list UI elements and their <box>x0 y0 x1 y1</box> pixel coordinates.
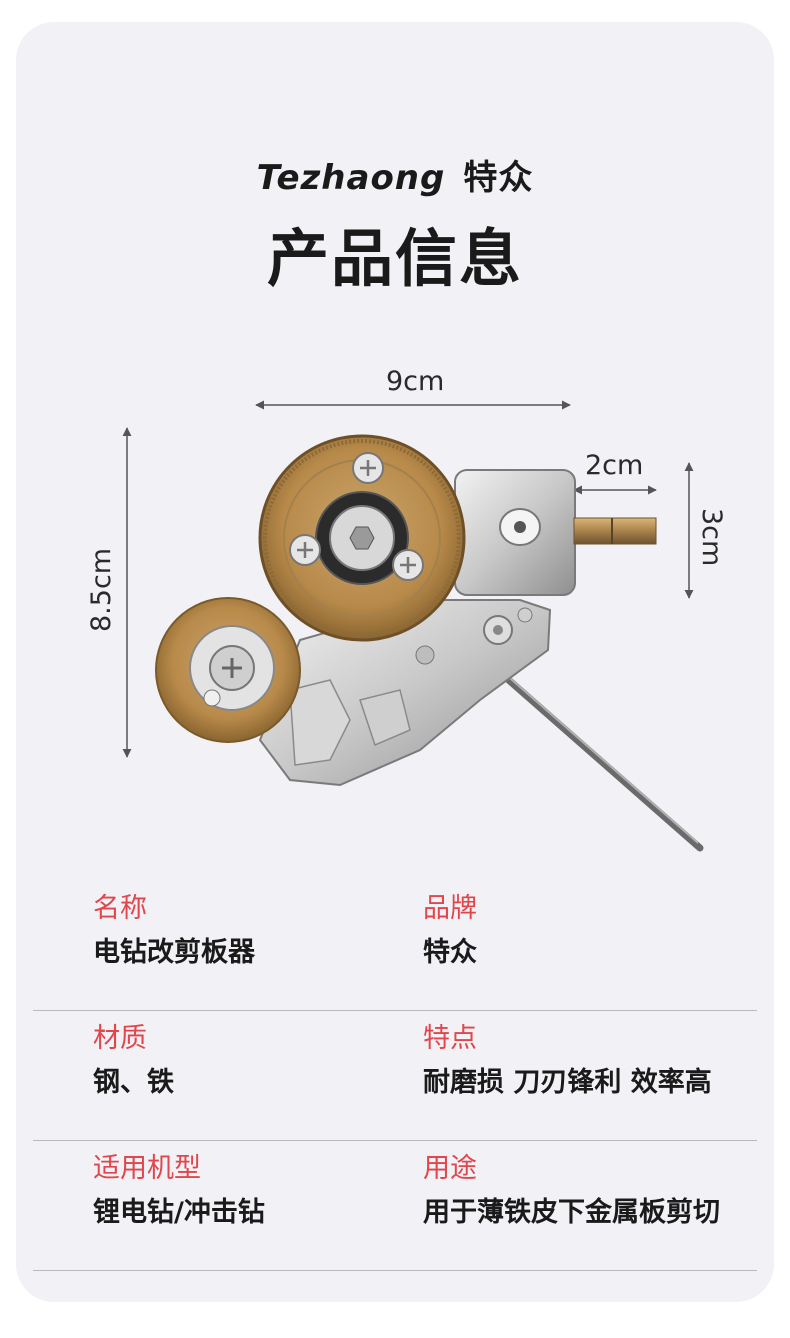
brand-cn: 特众 <box>463 158 534 198</box>
spec-row: 名称 电钻改剪板器 品牌 特众 <box>33 880 757 1011</box>
spec-label: 品牌 <box>423 893 477 924</box>
spec-row: 适用机型 锂电钻/冲击钻 用途 用于薄铁皮下金属板剪切 <box>33 1140 757 1271</box>
spec-value: 电钻改剪板器 <box>93 937 255 968</box>
spec-value: 钢、铁 <box>93 1067 174 1098</box>
spec-value: 特众 <box>423 937 477 968</box>
spec-label: 材质 <box>93 1023 147 1054</box>
spec-label: 适用机型 <box>93 1153 201 1184</box>
brand-line: Tezhaong 特众 <box>0 150 790 199</box>
dimension-shank-height-label: 3cm <box>696 508 727 567</box>
spec-value: 用于薄铁皮下金属板剪切 <box>423 1197 720 1228</box>
page-title: 产品信息 <box>266 222 523 295</box>
spec-cell-compatible: 适用机型 锂电钻/冲击钻 <box>93 1152 265 1230</box>
dimension-height-label: 8.5cm <box>86 547 117 632</box>
spec-row: 材质 钢、铁 特点 耐磨损 刀刃锋利 效率高 <box>33 1010 757 1141</box>
spec-cell-name: 名称 电钻改剪板器 <box>93 892 255 970</box>
spec-cell-material: 材质 钢、铁 <box>93 1022 174 1100</box>
spec-value: 耐磨损 刀刃锋利 效率高 <box>423 1067 712 1098</box>
spec-label: 名称 <box>93 893 147 924</box>
spec-label: 用途 <box>423 1153 477 1184</box>
brand-latin: Tezhaong <box>256 158 446 198</box>
spec-cell-brand: 品牌 特众 <box>423 892 477 970</box>
dimension-shank-length-label: 2cm <box>585 450 644 481</box>
spec-value: 锂电钻/冲击钻 <box>93 1197 265 1228</box>
spec-cell-usage: 用途 用于薄铁皮下金属板剪切 <box>423 1152 720 1230</box>
spec-label: 特点 <box>423 1023 477 1054</box>
spec-cell-features: 特点 耐磨损 刀刃锋利 效率高 <box>423 1022 712 1100</box>
dimension-width-label: 9cm <box>386 366 445 397</box>
